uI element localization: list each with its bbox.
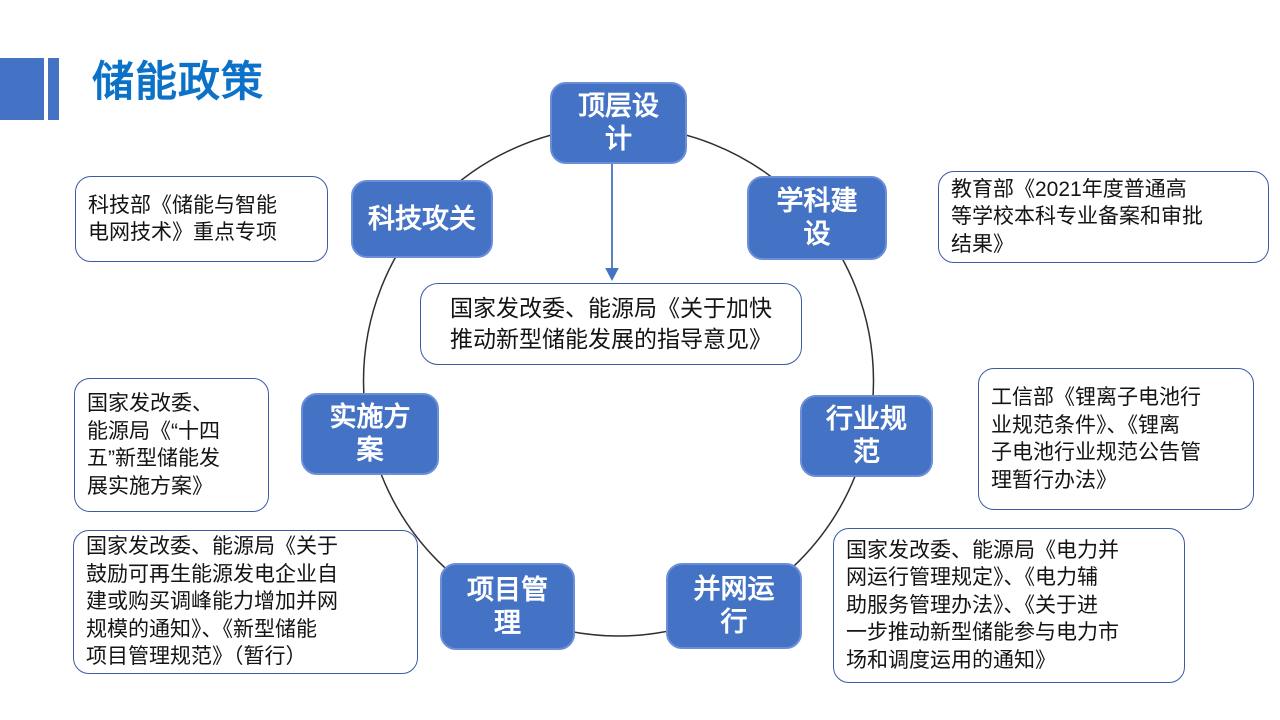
cycle-node-grid-connected-operation: 并网运 行 xyxy=(666,563,802,649)
cycle-node-project-management: 项目管 理 xyxy=(440,563,575,650)
callout-industry-policy: 工信部《锂离子电池行 业规范条件》、《锂离 子电池行业规范公告管 理暂行办法》 xyxy=(978,368,1254,510)
center-arrow-head xyxy=(605,268,619,281)
callout-implementation-policy: 国家发改委、 能源局《“十四 五”新型储能发 展实施方案》 xyxy=(74,378,269,512)
page-title: 储能政策 xyxy=(92,58,265,105)
cycle-node-implementation-plan: 实施方 案 xyxy=(301,393,439,475)
title-accent-square xyxy=(0,58,44,120)
callout-sci-tech-policy: 科技部《储能与智能 电网技术》重点专项 xyxy=(75,176,328,262)
title-accent-bar xyxy=(48,58,59,120)
center-policy-note: 国家发改委、能源局《关于加快 推动新型储能发展的指导意见》 xyxy=(420,283,802,365)
cycle-node-discipline-construction: 学科建 设 xyxy=(747,176,887,260)
callout-project-policy: 国家发改委、能源局《关于 鼓励可再生能源发电企业自 建或购买调峰能力增加并网 规… xyxy=(73,530,418,674)
cycle-node-top-level-design: 顶层设 计 xyxy=(550,82,687,164)
callout-education-policy: 教育部《2021年度普通高 等学校本科专业备案和审批 结果》 xyxy=(938,171,1269,263)
cycle-node-industry-standards: 行业规 范 xyxy=(800,395,933,477)
cycle-node-sci-tech-research: 科技攻关 xyxy=(351,180,493,258)
callout-grid-policy: 国家发改委、能源局《电力并 网运行管理规定》、《电力辅 助服务管理办法》、《关于… xyxy=(833,528,1185,683)
